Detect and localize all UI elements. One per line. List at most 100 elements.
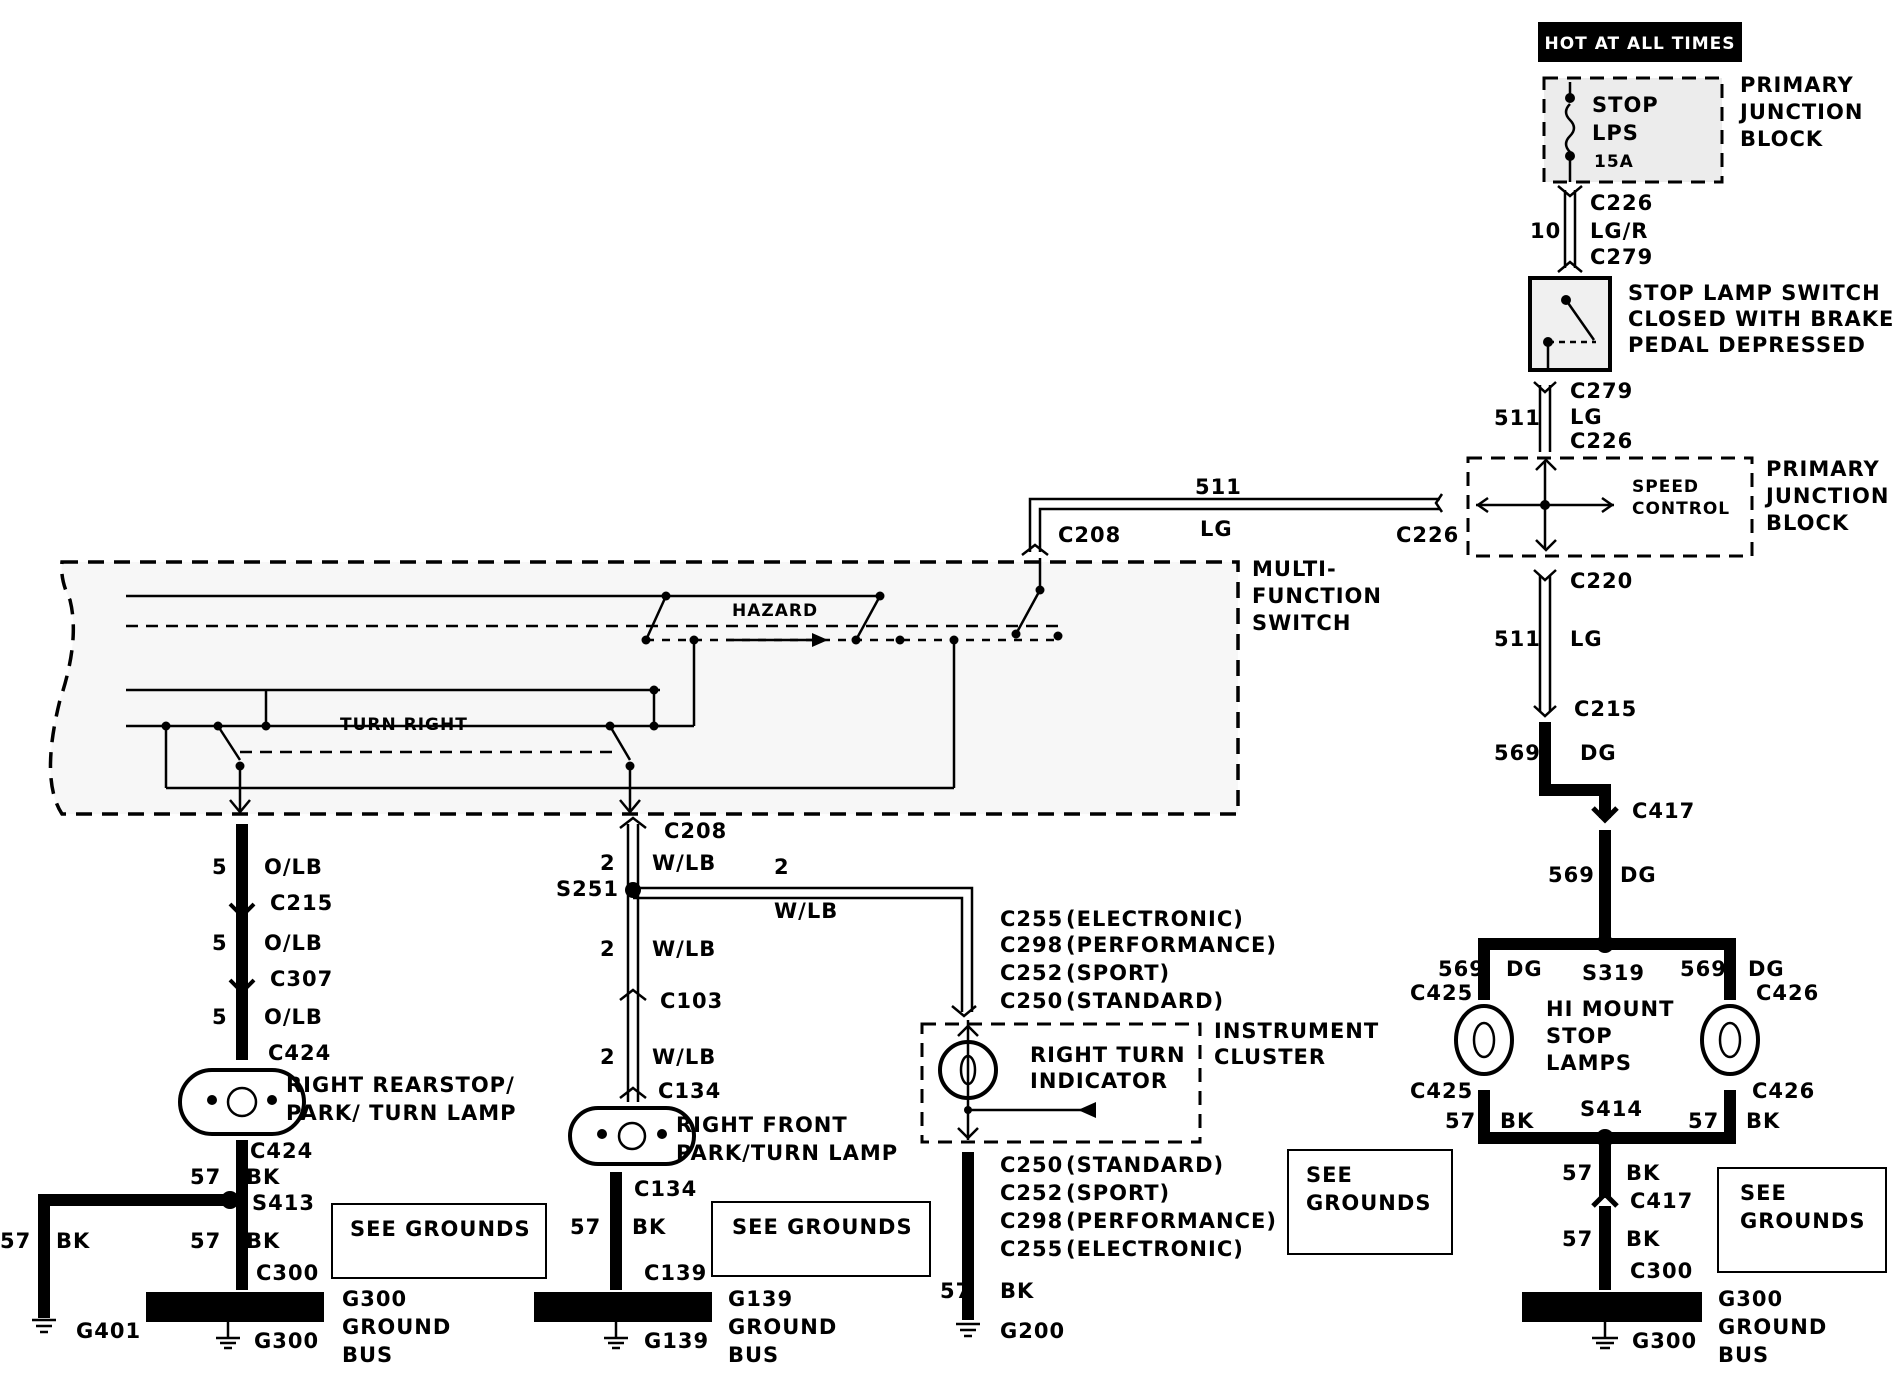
svg-text:569: 569 [1548,863,1595,887]
svg-text:JUNCTION: JUNCTION [1738,100,1863,124]
svg-text:C215: C215 [1574,697,1637,721]
svg-text:LG: LG [1570,405,1603,429]
wire-10-lgr: C226 10 LG/R C279 [1530,185,1653,273]
svg-text:57: 57 [570,1215,601,1239]
svg-text:DG: DG [1620,863,1657,887]
svg-text:511: 511 [1195,475,1242,499]
wire-511-lg-pjb-to-c215: C220 511 LG C215 [1494,569,1637,721]
svg-text:PEDAL DEPRESSED: PEDAL DEPRESSED [1628,333,1866,357]
svg-text:C208: C208 [664,819,727,843]
svg-text:G200: G200 [1000,1319,1065,1343]
svg-text:O/LB: O/LB [264,931,323,955]
wire-511-lg-to-mfs: 511 LG C208 C226 [1021,475,1459,556]
svg-text:C426: C426 [1752,1079,1815,1103]
svg-text:C134: C134 [634,1177,697,1201]
cluster-connector-labels-lower: C250 (STANDARD) C252 (SPORT) C298 (PERFO… [940,1152,1277,1343]
svg-text:C215: C215 [270,891,333,915]
svg-text:10: 10 [1530,219,1561,243]
svg-text:FUNCTION: FUNCTION [1252,584,1382,608]
svg-text:2: 2 [600,851,616,875]
svg-text:C226: C226 [1590,191,1653,215]
svg-text:(PERFORMANCE): (PERFORMANCE) [1066,933,1277,957]
see-grounds-box-b: SEE GROUNDS [711,1201,931,1277]
svg-text:LG: LG [1200,517,1233,541]
hot-at-all-times-tag: HOT AT ALL TIMES [1538,22,1742,62]
wire-57-bk-right-ground: 57 BK C417 57 BK C300 G300 G300 GROUND B… [1522,1138,1826,1367]
svg-text:C298: C298 [1000,933,1063,957]
svg-text:S414: S414 [1580,1097,1643,1121]
svg-text:SEE: SEE [1306,1163,1353,1187]
svg-text:C307: C307 [270,967,333,991]
svg-text:S319: S319 [1582,961,1645,985]
svg-text:INSTRUMENT: INSTRUMENT [1214,1019,1379,1043]
svg-text:BK: BK [1746,1109,1780,1133]
svg-text:C226: C226 [1396,523,1459,547]
svg-text:15A: 15A [1594,152,1634,172]
svg-text:RIGHT TURN: RIGHT TURN [1030,1043,1186,1067]
svg-text:PARK/ TURN LAMP: PARK/ TURN LAMP [286,1101,517,1125]
svg-text:W/LB: W/LB [652,1045,716,1069]
svg-text:C298: C298 [1000,1209,1063,1233]
svg-text:BK: BK [1500,1109,1534,1133]
svg-text:BUS: BUS [728,1343,779,1367]
svg-text:STOP: STOP [1546,1024,1613,1048]
svg-text:HAZARD: HAZARD [732,601,818,621]
svg-text:C425: C425 [1410,981,1473,1005]
svg-text:G300: G300 [1718,1287,1783,1311]
svg-text:STOP LAMP SWITCH: STOP LAMP SWITCH [1628,281,1881,305]
svg-text:BUS: BUS [1718,1343,1769,1367]
svg-text:SEE GROUNDS: SEE GROUNDS [732,1215,913,1239]
svg-text:C300: C300 [1630,1259,1693,1283]
svg-text:LAMPS: LAMPS [1546,1051,1632,1075]
svg-text:BK: BK [632,1215,666,1239]
svg-text:G300: G300 [1632,1329,1697,1353]
hi-mount-stop-lamps: 569 DG C425 S319 569 DG C426 HI MOUNT ST… [1410,935,1819,1147]
svg-text:BK: BK [56,1229,90,1253]
svg-text:BK: BK [1000,1279,1034,1303]
svg-text:O/LB: O/LB [264,855,323,879]
svg-text:C255: C255 [1000,1237,1063,1261]
svg-text:(ELECTRONIC): (ELECTRONIC) [1066,1237,1244,1261]
svg-text:511: 511 [1494,627,1541,651]
svg-text:2: 2 [600,937,616,961]
svg-text:C300: C300 [256,1261,319,1285]
svg-text:5: 5 [212,931,228,955]
wire-57-bk-front: C134 57 BK C139 G139 G139 GROUND BUS [534,1172,837,1367]
svg-text:57: 57 [940,1279,971,1303]
svg-text:W/LB: W/LB [652,851,716,875]
svg-text:C139: C139 [644,1261,707,1285]
svg-text:DG: DG [1506,957,1543,981]
wire-57-bk-rear: C424 57 BK S413 57 BK 57 BK C300 G401 G3… [0,1139,450,1367]
svg-text:C426: C426 [1756,981,1819,1005]
svg-text:511: 511 [1494,406,1541,430]
svg-text:C103: C103 [660,989,723,1013]
svg-text:(SPORT): (SPORT) [1066,961,1170,985]
svg-text:(PERFORMANCE): (PERFORMANCE) [1066,1209,1277,1233]
svg-text:O/LB: O/LB [264,1005,323,1029]
svg-text:W/LB: W/LB [652,937,716,961]
svg-text:INDICATOR: INDICATOR [1030,1069,1168,1093]
svg-text:57: 57 [1688,1109,1719,1133]
svg-text:2: 2 [600,1045,616,1069]
svg-text:BLOCK: BLOCK [1766,511,1849,535]
svg-text:SEE GROUNDS: SEE GROUNDS [350,1217,531,1241]
right-rear-stop-park-turn-lamp: RIGHT REARSTOP/ PARK/ TURN LAMP [178,1068,517,1136]
primary-junction-block-top-label: PRIMARY JUNCTION BLOCK [1738,73,1863,151]
svg-text:SEE: SEE [1740,1181,1787,1205]
svg-text:C208: C208 [1058,523,1121,547]
stop-lamp-switch: STOP LAMP SWITCH CLOSED WITH BRAKE PEDAL… [1528,276,1893,372]
svg-text:C424: C424 [250,1139,313,1163]
svg-text:CLUSTER: CLUSTER [1214,1045,1326,1069]
svg-text:(STANDARD): (STANDARD) [1066,989,1224,1013]
svg-text:(SPORT): (SPORT) [1066,1181,1170,1205]
svg-text:BUS: BUS [342,1343,393,1367]
svg-text:GROUNDS: GROUNDS [1306,1191,1431,1215]
svg-text:LG: LG [1570,627,1603,651]
svg-text:HOT AT ALL TIMES: HOT AT ALL TIMES [1545,34,1736,54]
svg-text:G300: G300 [254,1329,319,1353]
svg-text:GROUND: GROUND [728,1315,837,1339]
svg-text:JUNCTION: JUNCTION [1764,484,1889,508]
svg-text:C134: C134 [658,1079,721,1103]
svg-text:C424: C424 [268,1041,331,1065]
svg-text:C417: C417 [1632,799,1695,823]
